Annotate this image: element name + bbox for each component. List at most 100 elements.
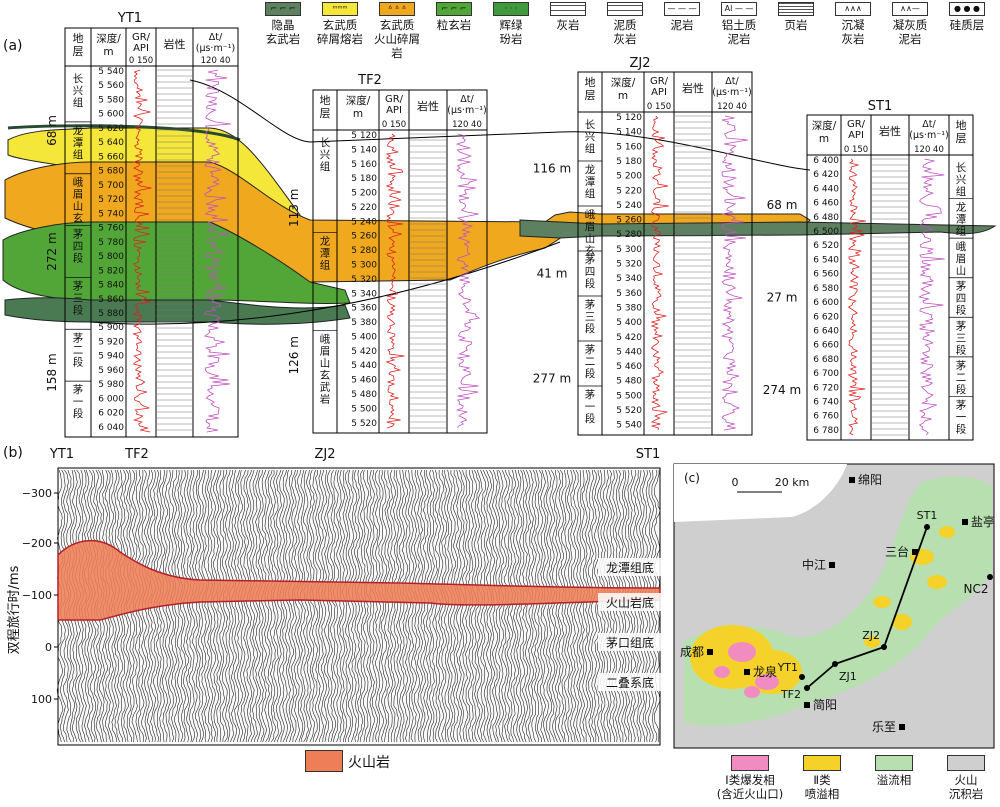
depth-label: 5 300: [616, 245, 642, 255]
effusive-patch: [892, 614, 912, 630]
strata-name: 潭: [73, 137, 84, 149]
dt-curve: [720, 115, 748, 431]
well-map-label: TF2: [780, 688, 801, 701]
depth-label: 5 240: [616, 201, 642, 211]
strata-name: 组: [73, 96, 84, 109]
basalt-band-east: [519, 219, 997, 239]
depth-label: 5 800: [98, 252, 124, 262]
depth-label: 5 160: [351, 160, 377, 170]
horizon-label-bg: [598, 673, 662, 691]
legend-swatch: ∧∧—: [892, 2, 928, 16]
well-frame: [577, 71, 753, 436]
depth-label: 5 620: [98, 124, 124, 134]
header-strata: 层: [73, 45, 84, 58]
depth-label: 6 520: [813, 241, 839, 251]
city-marker: [912, 549, 918, 555]
dt-curve: [203, 69, 231, 433]
strata-name: 二: [956, 372, 967, 384]
depth-label: 5 680: [98, 167, 124, 177]
seismic-trace: [476, 469, 484, 743]
depth-label: 6 560: [813, 270, 839, 280]
depth-label: 5 200: [616, 172, 642, 182]
depth-label: 5 760: [98, 224, 124, 234]
seismic-trace: [287, 469, 295, 743]
map-outside: [674, 464, 847, 522]
city-label: 乐至: [872, 720, 896, 734]
depth-label: 5 340: [616, 274, 642, 284]
depth-label: 6 660: [813, 341, 839, 351]
seismic-trace: [342, 469, 349, 743]
depth-label: 5 980: [98, 380, 124, 390]
seismic-trace: [539, 469, 547, 743]
strata-name: 峨: [956, 241, 967, 253]
depth-label: 5 500: [351, 404, 377, 414]
strata-name: 段: [73, 252, 84, 265]
seismic-trace: [176, 470, 184, 743]
map-legend-label: Ⅱ类 喷溢相: [804, 773, 840, 801]
gr-scale: 0 150: [647, 102, 671, 112]
strata-name: 茅: [73, 384, 84, 396]
map-legend-swatch: [875, 755, 913, 771]
depth-label: 5 780: [98, 238, 124, 248]
header-strata: 地: [320, 94, 331, 107]
strata-name: 组: [73, 148, 84, 161]
well-frame: [312, 89, 488, 434]
seismic-trace: [368, 469, 376, 743]
seismic-trace: [251, 469, 259, 743]
depth-label: 6 680: [813, 355, 839, 365]
seismic-trace: [395, 469, 403, 742]
depth-label: 5 180: [616, 157, 642, 167]
seismic-ytick: 0: [45, 641, 52, 654]
legend-item: 泥质 灰岩: [597, 2, 653, 46]
strata-name: 眉: [73, 189, 84, 201]
well-map-label: ST1: [917, 509, 938, 522]
correlation-line-base: [89, 241, 561, 325]
header-dt: Δt/: [209, 32, 223, 43]
well-marker: [881, 644, 887, 650]
header-strata: 地: [585, 76, 596, 89]
legend-label: 泥质 灰岩: [613, 18, 637, 46]
well-name: YT1: [117, 11, 142, 26]
seismic-trace: [221, 469, 229, 743]
header-depth: 深度/: [96, 32, 121, 45]
seismic-trace: [555, 469, 562, 743]
seismic-legend-swatch: [305, 750, 343, 772]
strata-name: 段: [956, 422, 967, 435]
seismic-trace: [383, 469, 391, 743]
strata-name: 龙: [73, 124, 84, 137]
city-label: NC2: [964, 582, 989, 596]
depth-label: 5 320: [616, 260, 642, 270]
strata-name: 龙: [320, 234, 331, 247]
explosive-patch: [728, 642, 756, 662]
depth-label: 5 180: [351, 174, 377, 184]
seismic-trace: [390, 469, 397, 743]
gr-scale: 0 150: [844, 145, 868, 155]
strata-name: 山: [585, 233, 596, 245]
depth-label: 5 540: [98, 67, 124, 77]
seismic-trace: [488, 469, 496, 743]
well-map-label: YT1: [777, 661, 798, 674]
well-marker: [832, 661, 838, 667]
legend-label: 泥岩: [670, 18, 694, 32]
legend-item: ⌐ ⌐ ⌐隐晶 玄武岩: [255, 2, 311, 46]
seismic-trace: [167, 469, 175, 743]
depth-label: 5 120: [616, 113, 642, 123]
seismic-trace: [362, 469, 370, 743]
seismic-trace: [392, 469, 400, 743]
depth-label: 5 200: [351, 189, 377, 199]
seismic-ytick: 100: [31, 693, 52, 706]
depth-label: 5 880: [98, 309, 124, 319]
strata-name: 一: [585, 401, 596, 413]
seismic-trace: [239, 469, 247, 743]
strata-name: 峨: [320, 334, 331, 346]
depth-label: 5 860: [98, 295, 124, 305]
legend-label: 灰岩: [556, 18, 580, 32]
seismic-trace: [419, 469, 427, 743]
depth-label: 6 500: [813, 227, 839, 237]
seismic-trace: [254, 469, 262, 743]
seismic-trace: [237, 469, 244, 743]
map-legend: Ⅰ类爆发相 (含近火山口)Ⅱ类 喷溢相溢流相火山 沉积岩: [700, 755, 1000, 805]
strata-name: 茅: [585, 389, 596, 401]
strata-name: 组: [320, 160, 331, 173]
